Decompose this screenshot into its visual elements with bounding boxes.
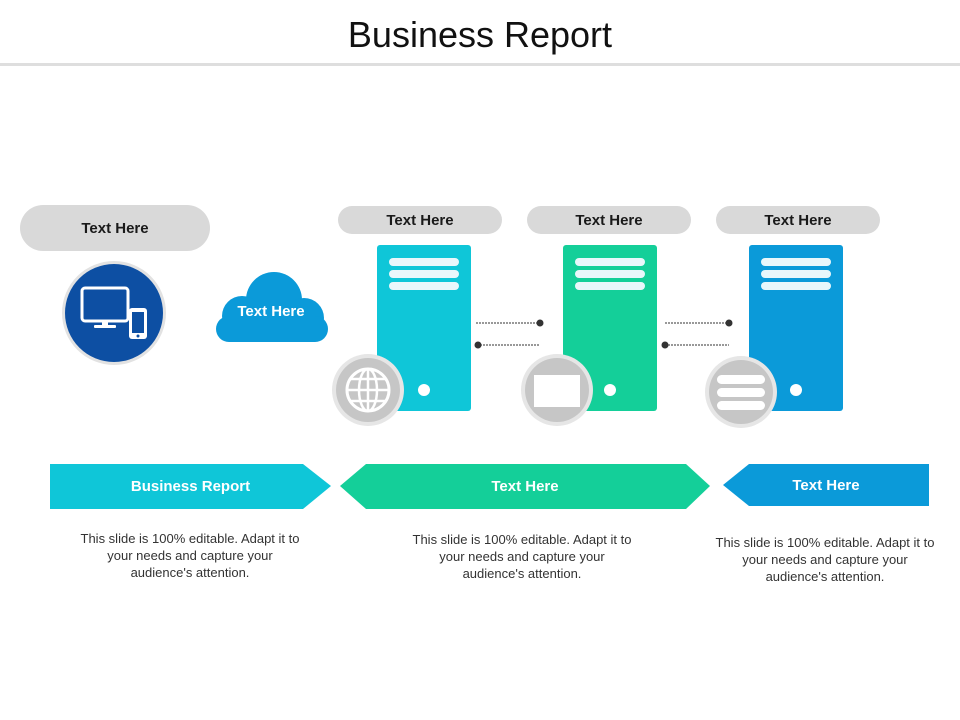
page-title: Business Report [347, 14, 613, 55]
cloud-icon [216, 272, 328, 342]
pill-label-server-1: Text Here [338, 206, 502, 234]
pill-label-devices: Text Here [20, 205, 210, 251]
server-slot [575, 258, 645, 266]
pill-label-server-2: Text Here [527, 206, 691, 234]
globe-badge [336, 358, 400, 422]
server-led [418, 384, 430, 396]
server-slot [389, 270, 459, 278]
server-slot [575, 270, 645, 278]
server-slot [389, 282, 459, 290]
device-circle [65, 264, 163, 362]
title-divider [0, 63, 960, 66]
server-slot [761, 282, 831, 290]
globe-icon [345, 367, 391, 413]
pill-label-server-3: Text Here [716, 206, 880, 234]
arrow-left-shape [723, 464, 929, 506]
database-stack-icon [717, 375, 765, 410]
server-led [790, 384, 802, 396]
screen-icon [534, 375, 580, 407]
cloud-label: Text Here [237, 303, 305, 320]
arrow-label-business-report: Business Report [130, 478, 251, 495]
server-slot [389, 258, 459, 266]
description-2: This slide is 100% editable. Adapt it to… [412, 532, 632, 581]
arrow-right-shape [50, 464, 331, 509]
arrow-double-shape [340, 464, 710, 509]
server-slot [761, 258, 831, 266]
server-connector-1-2 [474, 319, 544, 349]
server-slot [761, 270, 831, 278]
arrow-label-right: Text Here [792, 477, 860, 494]
description-3: This slide is 100% editable. Adapt it to… [715, 535, 935, 584]
screen-badge [525, 358, 589, 422]
arrow-label-center: Text Here [491, 478, 559, 495]
desktop-and-phone-icon [80, 286, 147, 339]
server-1 [377, 245, 471, 411]
server-connector-2-3 [661, 319, 733, 349]
server-led [604, 384, 616, 396]
description-1: This slide is 100% editable. Adapt it to… [80, 531, 300, 580]
database-badge [709, 360, 773, 424]
server-slot [575, 282, 645, 290]
